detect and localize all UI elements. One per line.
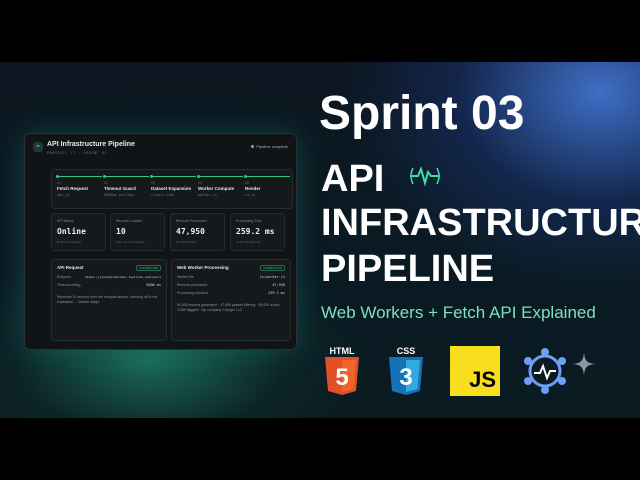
stat-value: 10 <box>116 227 126 236</box>
html5-logo-icon: HTML 5 <box>325 346 359 395</box>
svg-text:3: 3 <box>399 364 412 391</box>
bottom-letterbox <box>0 418 640 480</box>
html-label: HTML <box>330 346 355 356</box>
step-desc: client-side <box>151 193 175 197</box>
worker-message: 50,000 records generated · 47,950 passed… <box>177 303 281 312</box>
timeout-value: 5000 ms <box>146 283 161 287</box>
step-desc: 5000ms ceiling <box>104 193 134 197</box>
headline-sprint: Sprint 03 <box>319 87 525 140</box>
completed-badge: COMPLETED <box>260 265 285 271</box>
step-number: 05 <box>245 181 249 185</box>
status-text: Pipeline complete <box>256 144 288 149</box>
svg-text:5: 5 <box>335 364 348 391</box>
row-key: Records processed <box>177 283 208 287</box>
step-number: 03 <box>151 181 155 185</box>
javascript-logo-icon: JS <box>450 346 500 396</box>
dashboard-panel: ⌁ API Infrastructure Pipeline PROCESS: 1… <box>24 133 297 350</box>
stat-label: Records Loaded <box>116 219 142 223</box>
status-dot-icon <box>251 145 255 149</box>
headline-infrastructure: INFRASTRUCTURE <box>321 202 640 244</box>
row-value: 47,950 <box>272 283 285 287</box>
status-badge: Pipeline complete <box>251 144 288 149</box>
stat-value: Online <box>57 227 86 236</box>
web-worker-logo-icon <box>524 348 566 394</box>
card-title: Web Worker Processing <box>177 265 229 270</box>
stat-value: 47,950 <box>176 227 205 236</box>
row-value: js/worker.js <box>259 275 285 279</box>
step-desc: worker.js <box>198 193 217 197</box>
row-key: Worker file <box>177 275 194 279</box>
stat-note: Endpoint reached <box>57 240 81 244</box>
sparkle-icon <box>573 353 595 375</box>
step-number: 04 <box>198 181 202 185</box>
api-request-card: API Request CONNECTED Endpoint https://js… <box>51 259 167 341</box>
card-title: API Request <box>57 265 84 270</box>
stat-processing-time: Processing Time 259.2 ms worker thread onl… <box>230 213 285 251</box>
step-name: Fetch Request <box>57 186 89 191</box>
connected-badge: CONNECTED <box>135 265 161 271</box>
headline-subtitle: Web Workers + Fetch API Explained <box>321 303 596 322</box>
dashboard-title: API Infrastructure Pipeline <box>47 141 135 148</box>
stat-records-processed: Records Processed 47,950 by Web Worker <box>170 213 225 251</box>
step-name: Worker Compute <box>198 186 235 191</box>
stat-label: API Status <box>57 219 74 223</box>
dashboard-subtitle: PROCESS: 17 · SPRINT 03 <box>47 151 107 155</box>
pipeline-logo-icon: ⌁ <box>33 142 43 152</box>
row-key: Endpoint <box>57 275 71 279</box>
step-desc: ui.js <box>245 193 256 197</box>
stat-value: 259.2 ms <box>236 227 275 236</box>
step-number: 01 <box>57 181 61 185</box>
duration-row: Processing duration 259.2 ms <box>177 291 285 296</box>
pulse-icon <box>410 166 440 187</box>
step-name: Dataset Expansion <box>151 186 192 191</box>
step-name: Timeout Guard <box>104 186 136 191</box>
stat-records-loaded: Records Loaded 10 from remote endpoint <box>110 213 165 251</box>
headline-pipeline: PIPELINE <box>321 248 495 290</box>
timeout-row: Timeout ceiling 5000 ms <box>57 283 161 288</box>
headline-api: API <box>321 158 385 200</box>
worker-card: Web Worker Processing COMPLETED Worker f… <box>171 259 291 341</box>
stat-label: Processing Time <box>236 219 262 223</box>
stat-label: Records Processed <box>176 219 207 223</box>
step-desc: api.js <box>57 193 70 197</box>
row-value: 259.2 ms <box>268 291 285 295</box>
records-row: Records processed 47,950 <box>177 283 285 288</box>
css3-logo-icon: CSS 3 <box>389 346 423 395</box>
stat-note: worker thread only <box>236 240 261 244</box>
row-key: Timeout ceiling <box>57 283 81 287</box>
css-label: CSS <box>397 346 416 356</box>
worker-file-row: Worker file js/worker.js <box>177 275 285 280</box>
step-name: Render <box>245 186 261 191</box>
endpoint-value: https://jsonplaceholder.typicode.com/use… <box>85 275 161 279</box>
js-label: JS <box>469 367 496 392</box>
api-message: Received 10 records from the endpoint ab… <box>57 295 158 304</box>
top-letterbox <box>0 0 640 62</box>
step-number: 02 <box>104 181 108 185</box>
row-key: Processing duration <box>177 291 208 295</box>
stat-note: from remote endpoint <box>116 240 145 244</box>
endpoint-row: Endpoint https://jsonplaceholder.typicode… <box>57 275 161 280</box>
stat-note: by Web Worker <box>176 240 197 244</box>
